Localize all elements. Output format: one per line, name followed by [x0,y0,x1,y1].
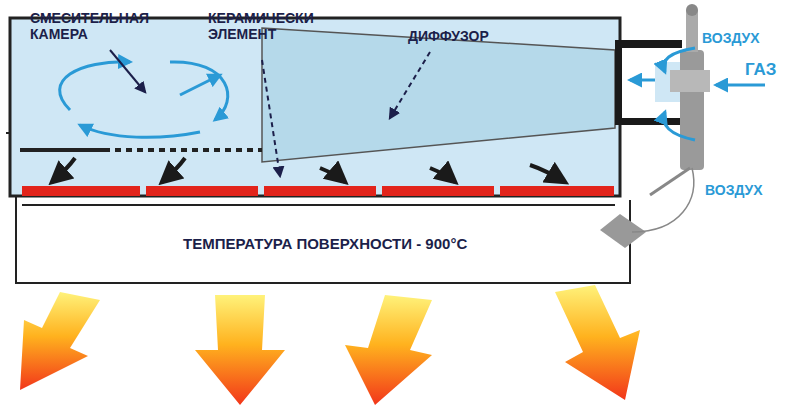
part-label: ДИФФУЗОР [408,28,489,44]
part-label: СМЕСИТЕЛЬНАЯ КАМЕРА [30,10,155,42]
flow-label: ГАЗ [745,62,777,78]
temperature-note: ТЕМПЕРАТУРА ПОВЕРХНОСТИ - 900°С [180,236,470,252]
flow-label: ВОЗДУХ [702,30,760,46]
part-label: КЕРАМИЧЕСКИ ЭЛЕМЕНТ [208,10,333,42]
flow-label: ВОЗДУХ [705,182,763,198]
